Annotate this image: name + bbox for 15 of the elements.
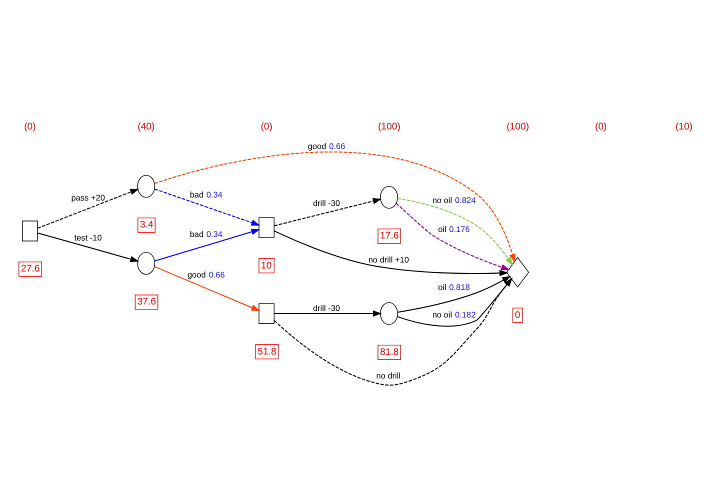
label: (10) <box>675 121 693 132</box>
node-label: 0 <box>514 309 520 320</box>
node-label: 10 <box>261 260 272 271</box>
node-label: 27.6 <box>20 263 40 274</box>
node-label: 81.8 <box>380 346 399 358</box>
label: (100) <box>378 121 400 132</box>
node-label: 51.8 <box>258 346 276 357</box>
label: (0) <box>595 121 607 132</box>
node-label: 37.6 <box>137 296 156 308</box>
label: (0) <box>24 121 36 132</box>
node-label: 17.6 <box>380 230 399 242</box>
node-label: 3.4 <box>140 219 154 230</box>
label: (40) <box>138 121 155 132</box>
label: (0) <box>260 121 272 132</box>
label: (100) <box>506 121 530 132</box>
